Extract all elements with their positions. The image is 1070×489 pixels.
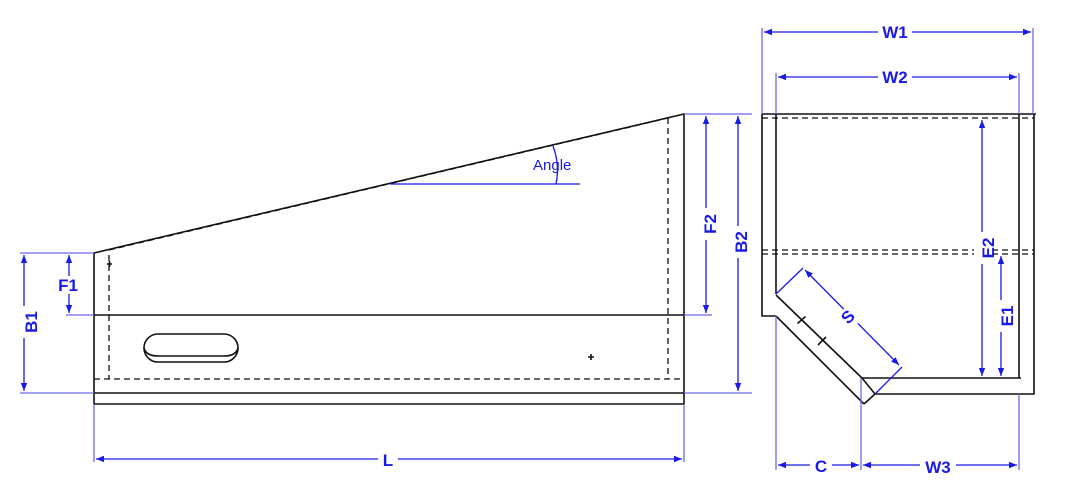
slot-hole bbox=[143, 333, 239, 363]
dim-b1-label: B1 bbox=[22, 311, 41, 333]
angle-arc bbox=[552, 145, 559, 185]
dim-w1-label: W1 bbox=[882, 23, 908, 42]
hidden-line bbox=[108, 117, 669, 251]
center-mark bbox=[107, 261, 112, 267]
end-dimensions: W1 W2 E2 E1 S C W3 bbox=[761, 22, 1034, 477]
side-dimensions: B1 F1 F2 B2 L bbox=[16, 113, 752, 470]
side-outline bbox=[93, 112, 685, 405]
center-mark bbox=[588, 354, 594, 360]
angle-label: Angle bbox=[533, 157, 571, 174]
dim-f1-label: F1 bbox=[58, 276, 78, 295]
dim-w2-label: W2 bbox=[882, 68, 908, 87]
end-view bbox=[761, 113, 1036, 405]
dim-l-label: L bbox=[383, 451, 393, 470]
dim-e1-label: E1 bbox=[998, 306, 1017, 327]
dim-b2-label: B2 bbox=[732, 231, 751, 253]
dim-f2-label: F2 bbox=[701, 214, 720, 234]
side-view: Angle bbox=[93, 112, 685, 405]
dim-e2-label: E2 bbox=[979, 238, 998, 259]
dim-w3-label: W3 bbox=[925, 458, 951, 477]
chute-plate bbox=[775, 294, 877, 405]
dim-c-label: C bbox=[815, 457, 827, 476]
